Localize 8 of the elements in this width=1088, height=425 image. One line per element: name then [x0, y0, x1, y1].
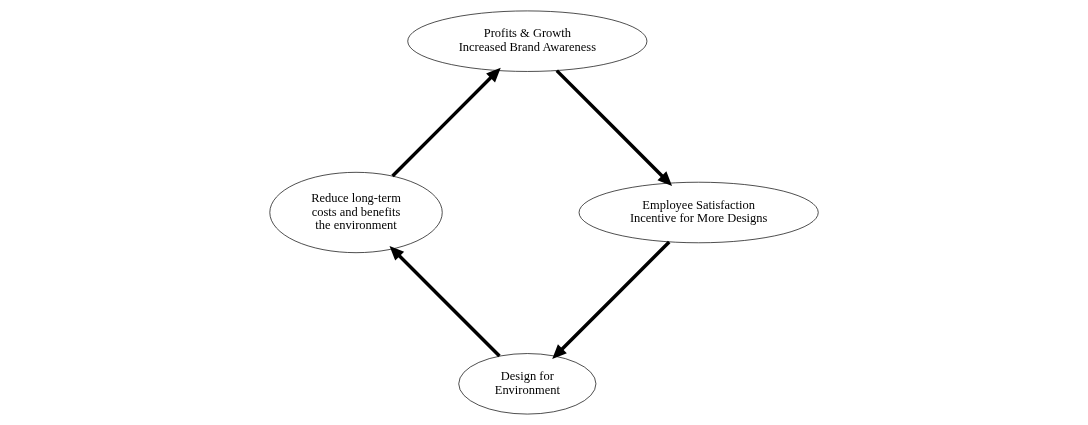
- node-ellipse: Design for Environment: [458, 353, 597, 415]
- node-ellipse: Reduce long-term costs and benefits the environment: [269, 171, 443, 254]
- arrow: [552, 240, 671, 359]
- arrow: [555, 69, 673, 186]
- node-ellipse: Profits & Growth Increased Brand Awareness: [407, 10, 648, 72]
- arrow: [389, 246, 501, 358]
- arrow: [391, 67, 501, 178]
- node-ellipse: Employee Satisfaction Incentive for More Designs: [578, 181, 819, 244]
